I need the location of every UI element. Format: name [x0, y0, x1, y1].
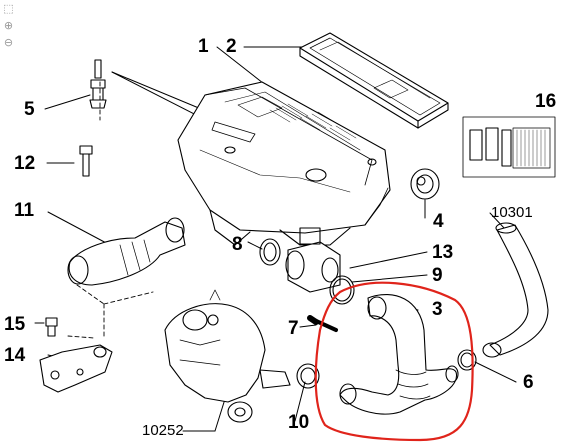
fit-page-icon[interactable]: ⬚: [3, 2, 14, 15]
filter-kit-illustration: [462, 116, 556, 178]
highlight-outline: [314, 281, 474, 442]
label-part-10: 10: [288, 412, 310, 433]
screw: [79, 145, 93, 177]
bracket: [39, 344, 113, 393]
stud-bolt: [89, 59, 107, 109]
label-part-8: 8: [232, 234, 243, 255]
label-part-7: 7: [288, 318, 299, 339]
zoom-out-icon[interactable]: ⊖: [3, 36, 14, 49]
air-filter-element: [299, 32, 449, 129]
label-ref-10252: 10252: [142, 422, 184, 439]
zoom-in-icon[interactable]: ⊕: [3, 19, 14, 32]
viewer-toolbar: ⬚ ⊕ ⊖: [2, 2, 16, 53]
clamp-9: [329, 275, 355, 305]
label-part-4: 4: [433, 211, 444, 232]
label-part-9: 9: [432, 265, 443, 286]
air-flow-meter: [285, 227, 341, 293]
seal-ring-8: [259, 238, 281, 266]
label-part-5: 5: [24, 99, 35, 120]
label-part-14: 14: [4, 345, 26, 366]
dashed-reference-lines: [67, 81, 154, 339]
intake-duct: [67, 217, 186, 286]
label-part-11: 11: [14, 200, 35, 221]
screw-15: [45, 317, 58, 337]
hose-10301: [482, 222, 549, 358]
label-part-1: 1: [198, 36, 209, 57]
bolt-7: [307, 315, 338, 332]
label-ref-10301: 10301: [491, 204, 533, 221]
intake-hose-3: [339, 294, 459, 415]
air-box-cover: [177, 81, 391, 246]
label-part-12: 12: [14, 153, 36, 174]
label-part-3: 3: [432, 299, 443, 320]
label-part-2: 2: [226, 36, 237, 57]
label-part-16: 16: [535, 91, 557, 112]
label-part-15: 15: [4, 314, 26, 335]
grommet: [410, 168, 440, 200]
label-part-13: 13: [432, 242, 454, 263]
label-part-6: 6: [523, 372, 534, 393]
turbocharger: [164, 289, 291, 423]
